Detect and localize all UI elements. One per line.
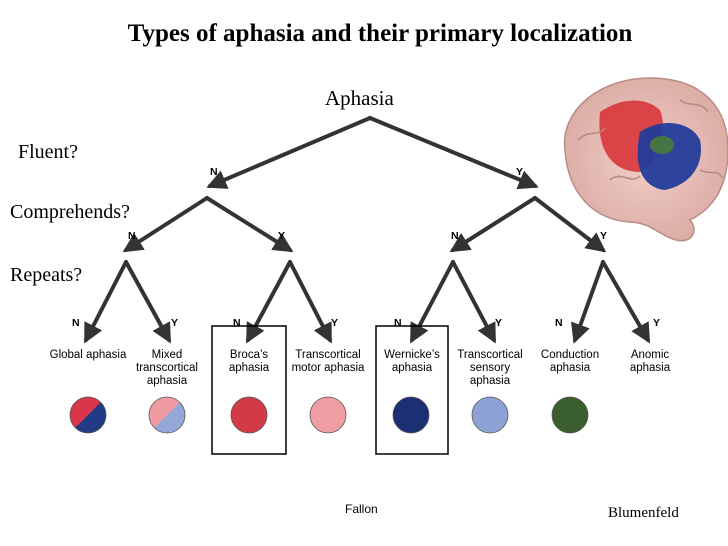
leaf-label-conduction: Conduction aphasia [540, 349, 600, 374]
dot-conduction [551, 396, 589, 434]
edge-label-y: Y [653, 317, 661, 329]
edge-label-y: Y [278, 230, 286, 242]
brain-illustration-icon [563, 77, 728, 242]
edge-global [84, 260, 128, 344]
question-comprehends: Comprehends? [10, 201, 130, 223]
edge-conduction [570, 260, 605, 344]
dot-global [69, 396, 107, 434]
edge-nonfluent-comp-no [122, 196, 209, 253]
edge-label-n: N [233, 317, 241, 329]
dot-broca [230, 396, 268, 434]
dot-transcortical-motor [309, 396, 347, 434]
edge-fluent-comp-yes [533, 196, 607, 253]
edge-fluent-no [206, 116, 372, 189]
leaf-label-transcortical-sensory: Transcortical sensory aphasia [457, 349, 523, 387]
leaf-label-mixed-transcortical: Mixed transcortical aphasia [136, 349, 198, 387]
leaf-label-global: Global aphasia [49, 349, 127, 361]
edge-label-n: N [128, 230, 136, 242]
edge-anomic [601, 260, 650, 344]
edge-broca [246, 260, 292, 344]
edge-transcortical-sensory [451, 260, 496, 344]
question-fluent: Fluent? [18, 141, 78, 163]
edge-label-y: Y [516, 166, 524, 178]
diagram-title: Types of aphasia and their primary local… [127, 20, 633, 47]
question-repeats: Repeats? [10, 264, 83, 286]
edge-label-y: Y [495, 317, 503, 329]
edge-fluent-comp-no [449, 196, 537, 253]
edge-label-n: N [451, 230, 459, 242]
wernicke-highlight-box [375, 325, 449, 455]
leaf-label-transcortical-motor: Transcortical motor aphasia [291, 349, 365, 374]
credit-center: Fallon [345, 502, 378, 516]
credit-right: Blumenfeld [608, 505, 679, 521]
leaf-label-broca: Broca’s aphasia [228, 349, 270, 374]
edge-label-y: Y [171, 317, 179, 329]
dot-wernicke [392, 396, 430, 434]
edge-fluent-yes [368, 116, 539, 190]
leaf-label-wernicke: Wernicke’s aphasia [384, 349, 440, 374]
edge-label-y: Y [600, 230, 608, 242]
leaf-label-anomic: Anomic aphasia [629, 349, 671, 374]
dot-mixed-transcortical [148, 396, 186, 434]
broca-highlight-box [211, 325, 287, 455]
edge-label-n: N [555, 317, 563, 329]
dot-transcortical-sensory [471, 396, 509, 434]
edge-label-y: Y [331, 317, 339, 329]
edge-mixed-transcortical [124, 260, 171, 344]
edge-label-n: N [72, 317, 80, 329]
edge-label-n: N [210, 166, 218, 178]
edge-transcortical-motor [288, 260, 332, 344]
edge-nonfluent-comp-yes [205, 196, 294, 253]
edge-wernicke [410, 260, 455, 344]
edge-label-n: N [394, 317, 402, 329]
root-node-aphasia: Aphasia [325, 86, 394, 110]
